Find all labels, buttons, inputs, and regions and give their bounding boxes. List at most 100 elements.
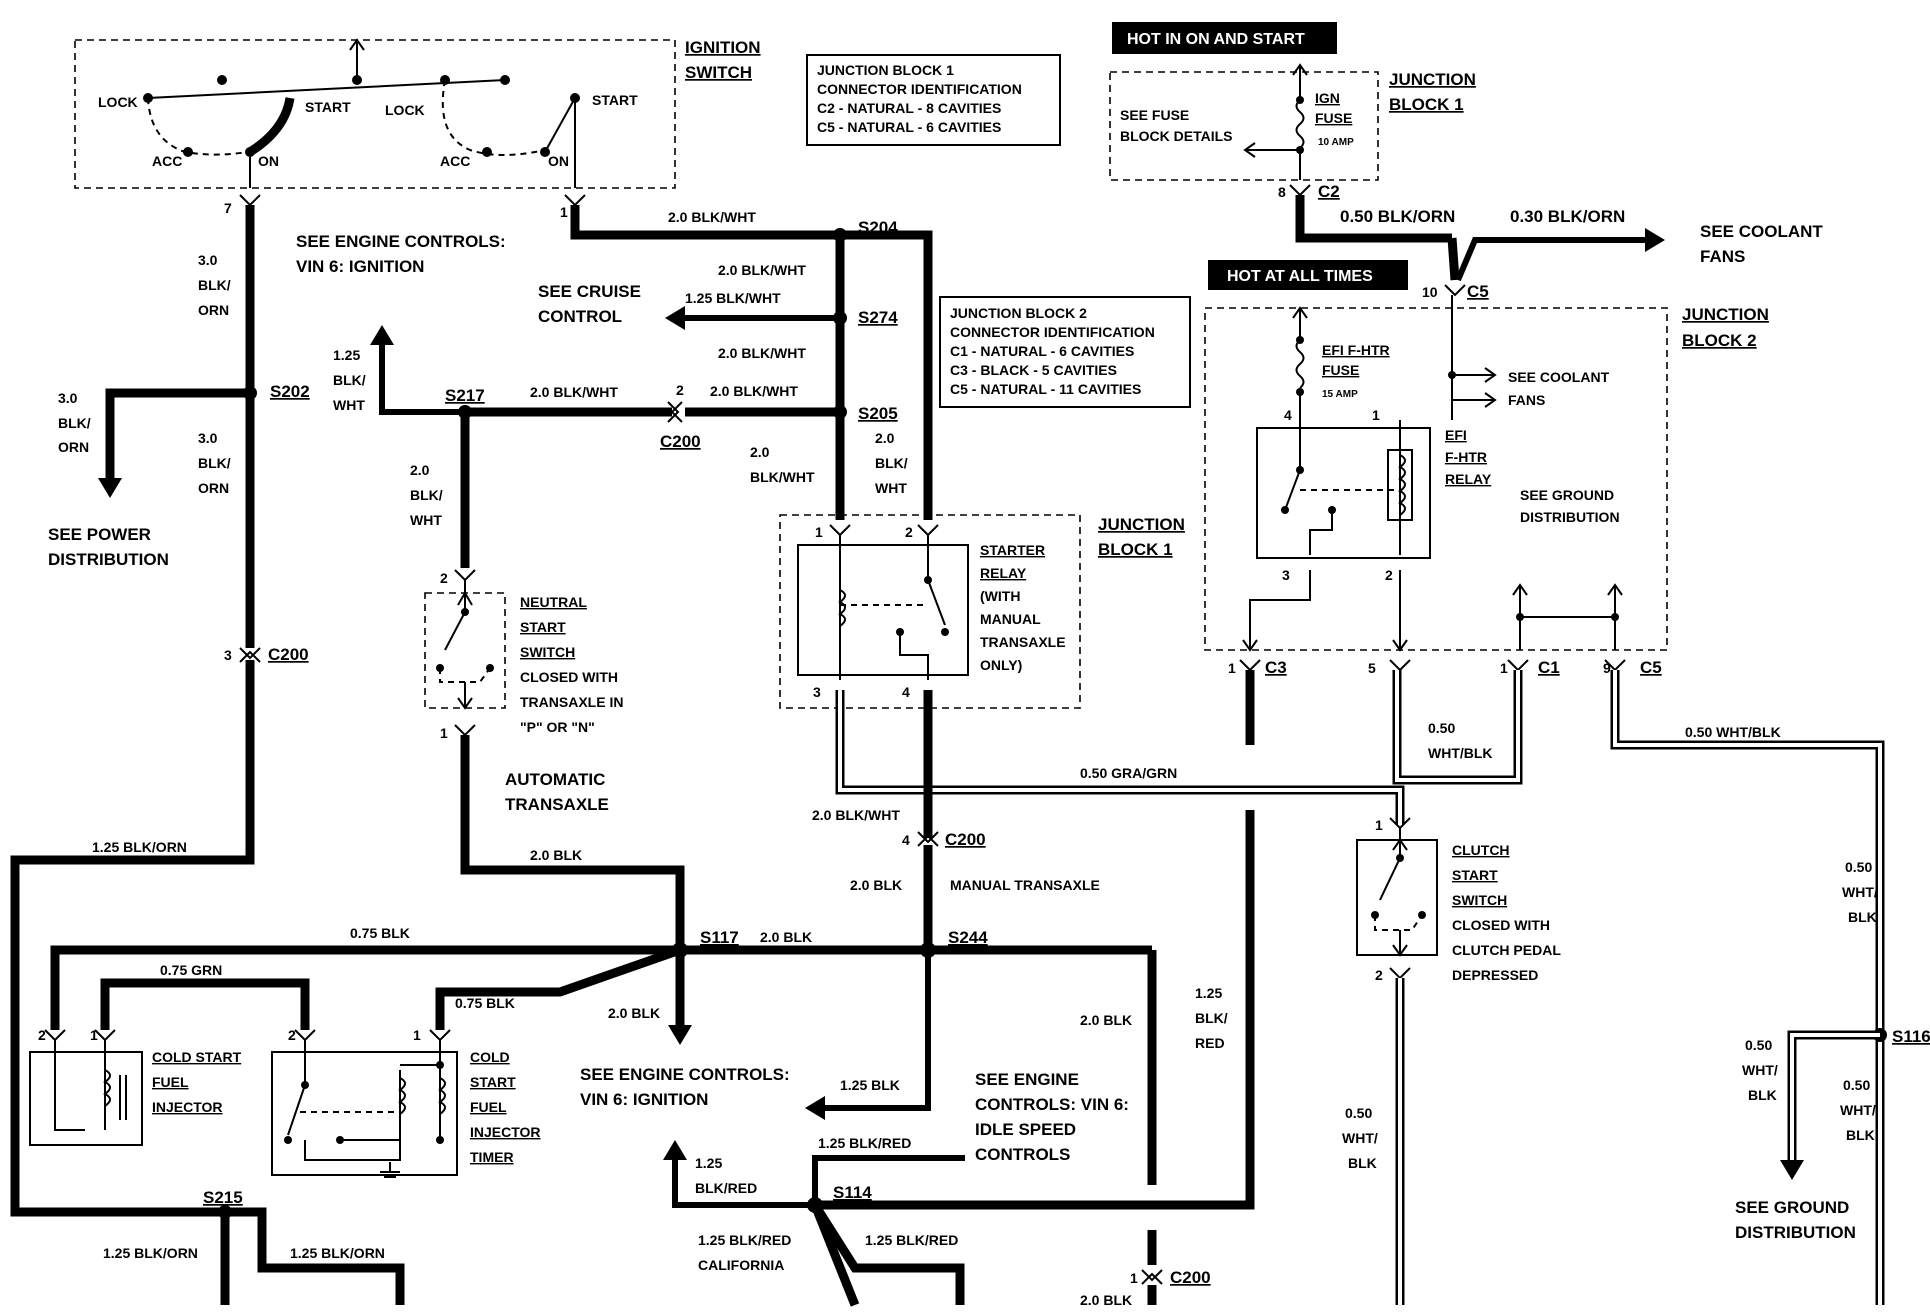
clutch-start-switch (1356, 828, 1438, 957)
jb1-fuse-block: JUNCTION BLOCK 1 SEE FUSE BLOCK DETAILS … (1109, 63, 1476, 181)
jb1-id-line: C2 - NATURAL - 8 CAVITIES (817, 100, 1001, 116)
pin-2: 2 (440, 570, 448, 586)
pin-1: 1 (815, 524, 823, 540)
pin-1: 1 (90, 1027, 98, 1043)
connector-c200: C200 (945, 830, 986, 849)
wire-label: 0.50 (1345, 1105, 1372, 1121)
wire-label: 3.0 (198, 430, 218, 446)
see-coolant-fans: FANS (1700, 247, 1745, 266)
wire-label: BLK/WHT (750, 469, 815, 485)
see-coolant-fans-2: SEE COOLANT (1508, 369, 1610, 385)
pin-9: 9 (1603, 660, 1611, 676)
wire-label: 2.0 BLK/WHT (718, 345, 806, 361)
wire-label: 2.0 BLK/WHT (812, 807, 900, 823)
wire-label: 0.50 (1428, 720, 1455, 736)
efi-relay-label: F-HTR (1445, 449, 1487, 465)
neutral-start-switch (424, 580, 506, 710)
wire-label: 2.0 (410, 462, 430, 478)
jb2-title: BLOCK 2 (1682, 331, 1757, 350)
ign-fuse-label: FUSE (1315, 110, 1352, 126)
wire-label: 1.25 BLK/RED (818, 1135, 911, 1151)
pin-2: 2 (676, 382, 684, 398)
wire-label: 2.0 BLK (1080, 1012, 1132, 1028)
wire-label: ORN (198, 302, 229, 318)
jb1-connector-id: JUNCTION BLOCK 1 CONNECTOR IDENTIFICATIO… (806, 54, 1061, 146)
see-coolant-fans: SEE COOLANT (1700, 222, 1823, 241)
neutral-label: SWITCH (520, 644, 575, 660)
clutch-label: START (1452, 867, 1498, 883)
wire-label: 1.25 (695, 1155, 722, 1171)
see-idle-speed: IDLE SPEED (975, 1120, 1076, 1139)
see-ground-distribution: DISTRIBUTION (1735, 1223, 1856, 1242)
jb2-id-line: JUNCTION BLOCK 2 (950, 305, 1087, 321)
lock-label: LOCK (98, 94, 138, 110)
starter-relay-note: (WITH (980, 588, 1020, 604)
wire-label: WHT/ (1840, 1102, 1876, 1118)
jb1-id-line: CONNECTOR IDENTIFICATION (817, 81, 1022, 97)
wire-label: 3.0 (58, 390, 78, 406)
jb1-title: BLOCK 1 (1098, 540, 1173, 559)
wire-label: WHT (333, 397, 365, 413)
pin-3: 3 (1282, 567, 1290, 583)
wire-label: 2.0 BLK (1080, 1292, 1132, 1308)
california-label: CALIFORNIA (698, 1257, 784, 1273)
wire-label: 0.50 WHT/BLK (1685, 724, 1781, 740)
wire-label: 2.0 BLK (608, 1005, 660, 1021)
neutral-label: START (520, 619, 566, 635)
connector-c200: C200 (1170, 1268, 1211, 1287)
clutch-label: CLUTCH (1452, 842, 1510, 858)
pin-1: 1 (1500, 660, 1508, 676)
wire-label: BLK/ (1195, 1010, 1228, 1026)
connector-c3: C3 (1265, 658, 1287, 677)
timer-label: FUEL (470, 1099, 507, 1115)
cold-start-injector-label: INJECTOR (152, 1099, 223, 1115)
efi-fhtr-relay (1256, 427, 1431, 559)
see-coolant-fans-2: FANS (1508, 392, 1545, 408)
wire-label: 0.75 BLK (455, 995, 515, 1011)
jb1-id-line: C5 - NATURAL - 6 CAVITIES (817, 119, 1001, 135)
wire-label: 0.50 BLK/ORN (1340, 207, 1455, 226)
pin-1: 1 (1372, 407, 1380, 423)
ignition-switch-title-2: SWITCH (685, 63, 752, 82)
wire-label: WHT/ (1342, 1130, 1378, 1146)
wire-label: 2.0 BLK/WHT (718, 262, 806, 278)
see-idle-speed: CONTROLS (975, 1145, 1070, 1164)
wire-label: 0.30 BLK/ORN (1510, 207, 1625, 226)
wire-label: 1.25 BLK (840, 1077, 900, 1093)
wire-label: 2.0 BLK (530, 847, 582, 863)
starter-relay-note: ONLY) (980, 657, 1022, 673)
pin-2: 2 (288, 1027, 296, 1043)
jb2-id-line: C5 - NATURAL - 11 CAVITIES (950, 381, 1141, 397)
cold-start-injector-timer (271, 1040, 458, 1178)
connector-c5: C5 (1640, 658, 1662, 677)
splice-s205: S205 (858, 404, 898, 423)
wire-label: 1.25 BLK/ORN (103, 1245, 198, 1261)
see-ground-label: SEE GROUND (1520, 487, 1614, 503)
wire-label: ORN (58, 439, 89, 455)
connector-c2: C2 (1318, 182, 1340, 201)
see-power-distribution: SEE POWER (48, 525, 151, 544)
starter-relay-label: RELAY (980, 565, 1027, 581)
starter-relay-label: STARTER (980, 542, 1045, 558)
wire-label: 2.0 BLK/WHT (668, 209, 756, 225)
timer-label: INJECTOR (470, 1124, 541, 1140)
pin-1: 1 (440, 725, 448, 741)
clutch-label: CLOSED WITH (1452, 917, 1550, 933)
neutral-label: CLOSED WITH (520, 669, 618, 685)
cold-start-injector-label: FUEL (152, 1074, 189, 1090)
clutch-label: CLUTCH PEDAL (1452, 942, 1561, 958)
see-power-distribution: DISTRIBUTION (48, 550, 169, 569)
efi-relay-label: RELAY (1445, 471, 1492, 487)
see-engine-controls-2: VIN 6: IGNITION (580, 1090, 708, 1109)
clutch-label: SWITCH (1452, 892, 1507, 908)
wire-label: 2.0 (750, 444, 770, 460)
see-cruise-control: SEE CRUISE (538, 282, 641, 301)
timer-label: COLD (470, 1049, 510, 1065)
see-ground-distribution: SEE GROUND (1735, 1198, 1849, 1217)
wire-label: 0.50 (1845, 859, 1872, 875)
wire-label: BLK/ (58, 415, 91, 431)
wire-label: BLK (1748, 1087, 1777, 1103)
see-fuse-label: SEE FUSE (1120, 107, 1189, 123)
hot-all-times-label: HOT AT ALL TIMES (1227, 268, 1373, 285)
